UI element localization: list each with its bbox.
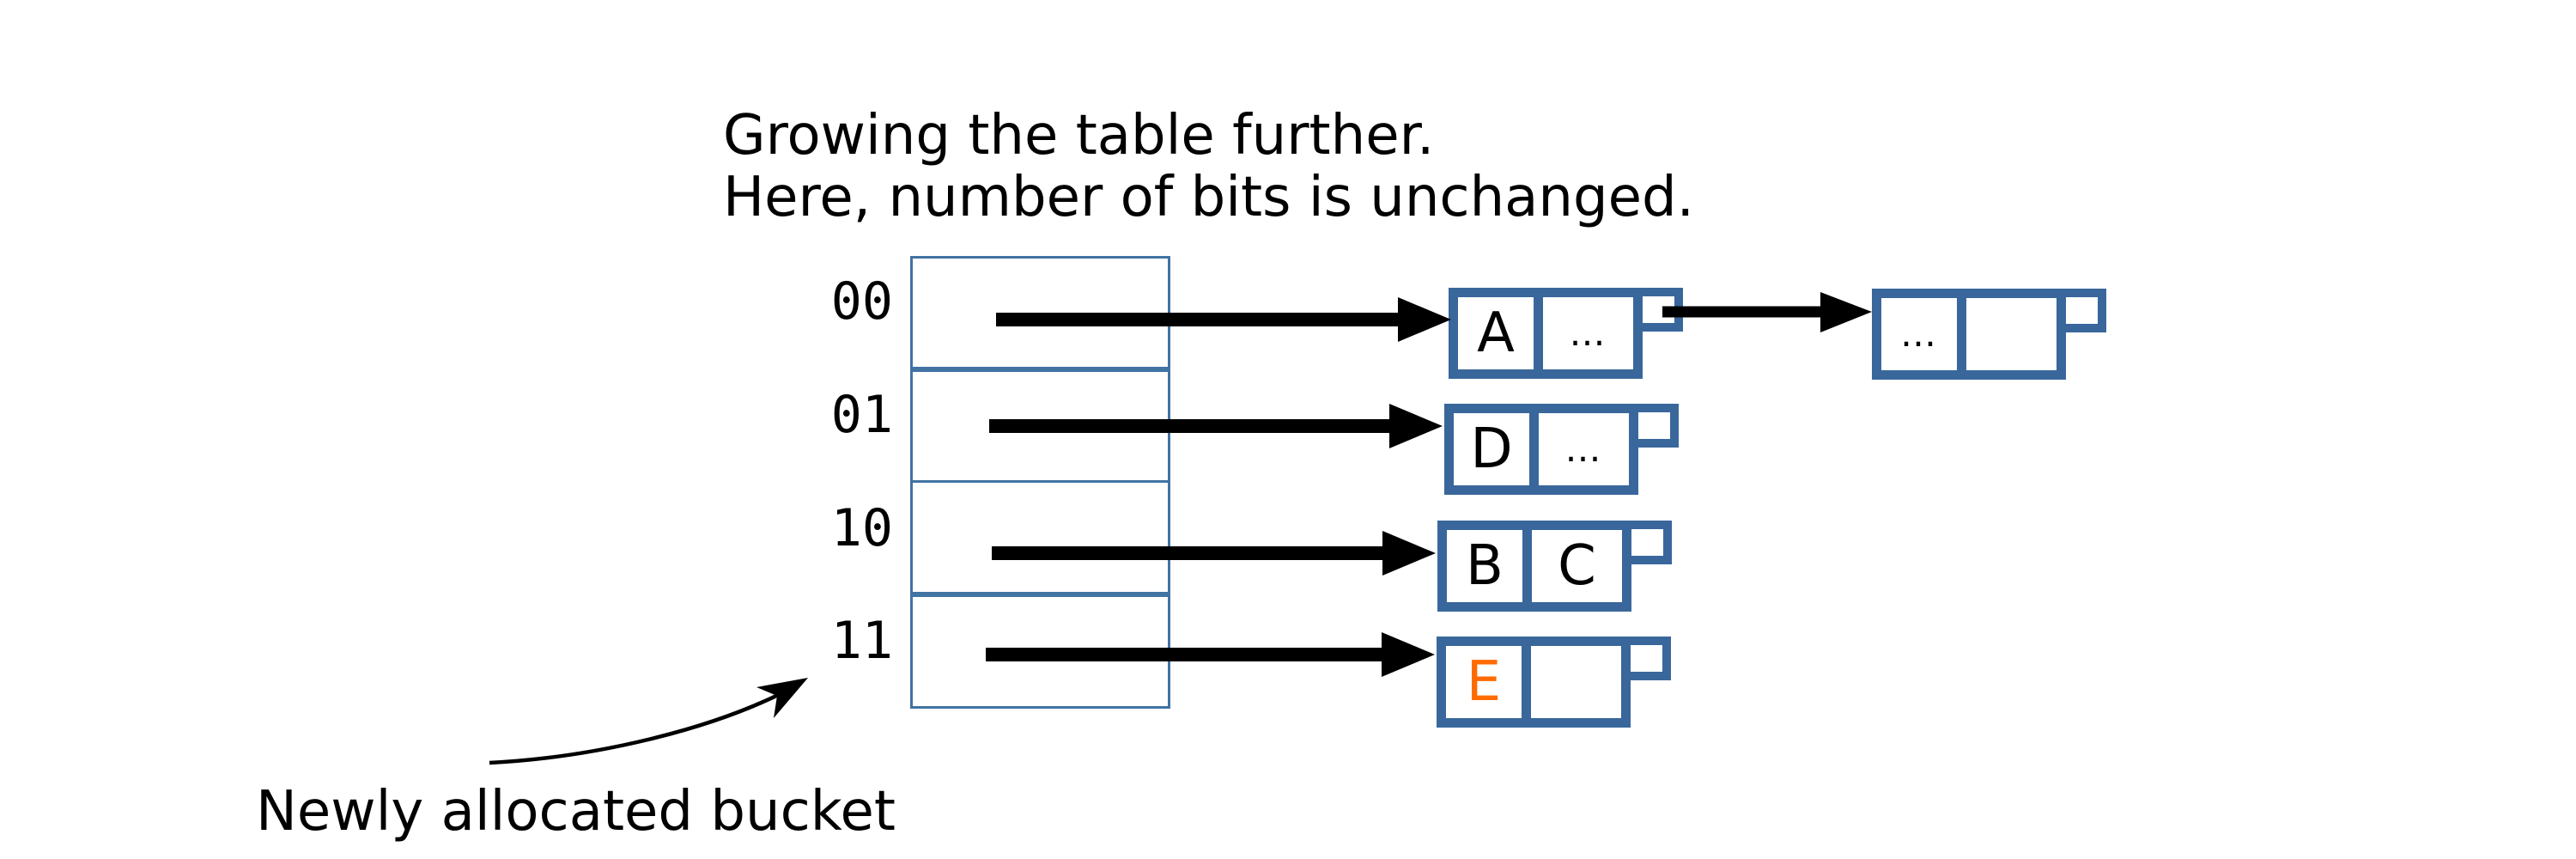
bucket-d-slot-1: …: [1529, 413, 1629, 485]
bucket-e: E: [1437, 637, 1671, 728]
bucket-e-overflow-tab: [1631, 637, 1671, 680]
bucket-a-overflow-slot-1: [1957, 298, 2057, 370]
bucket-a-overflow: …: [1872, 289, 2106, 380]
annotation-arrow: [489, 678, 808, 765]
directory-table: [910, 256, 1170, 709]
directory-slot-01: [913, 367, 1168, 480]
directory-label-00: 00: [830, 271, 893, 332]
directory-slot-10: [913, 480, 1168, 592]
directory-label-11: 11: [830, 611, 893, 671]
directory-slot-11: [913, 592, 1168, 704]
bucket-a: A …: [1449, 288, 1683, 379]
bucket-b-entry: B: [1466, 534, 1504, 598]
bucket-d-ellipsis: …: [1564, 428, 1603, 470]
bucket-d: D …: [1444, 404, 1679, 495]
annotation-newly-allocated-bucket: Newly allocated bucket: [256, 780, 896, 844]
title-line-2: Here, number of bits is unchanged.: [723, 166, 1694, 229]
bucket-d-overflow-tab: [1638, 404, 1679, 448]
bucket-a-ellipsis: …: [1569, 312, 1607, 354]
directory-label-01: 01: [830, 385, 893, 445]
bucket-a-slot-1: …: [1534, 297, 1633, 369]
directory-label-10: 10: [830, 498, 893, 558]
bucket-bc: B C: [1437, 521, 1672, 612]
bucket-d-slot-0: D: [1454, 413, 1529, 485]
bucket-a-overflow-tab: [1643, 288, 1683, 332]
diagram-title: Growing the table further. Here, number …: [723, 105, 1694, 228]
bucket-e-entry-highlighted: E: [1466, 650, 1502, 714]
bucket-bc-overflow-tab: [1631, 521, 1672, 564]
bucket-d-entry: D: [1470, 417, 1513, 481]
title-line-1: Growing the table further.: [723, 104, 1435, 168]
bucket-a-slot-0: A: [1458, 297, 1534, 369]
directory-slot-00: [913, 259, 1168, 367]
bucket-a-entry: A: [1477, 302, 1515, 365]
bucket-e-slot-1: [1522, 646, 1621, 718]
bucket-a-overflow-overflow-tab: [2066, 289, 2106, 332]
overflow-link-arrow: [1662, 292, 1872, 332]
bucket-a-overflow-ellipsis: …: [1900, 313, 1938, 355]
bucket-a-overflow-slot-0: …: [1881, 298, 1957, 370]
bucket-bc-slot-1: C: [1522, 530, 1622, 602]
bucket-e-slot-0: E: [1446, 646, 1522, 718]
bucket-c-entry: C: [1558, 534, 1596, 598]
bucket-bc-slot-0: B: [1447, 530, 1522, 602]
